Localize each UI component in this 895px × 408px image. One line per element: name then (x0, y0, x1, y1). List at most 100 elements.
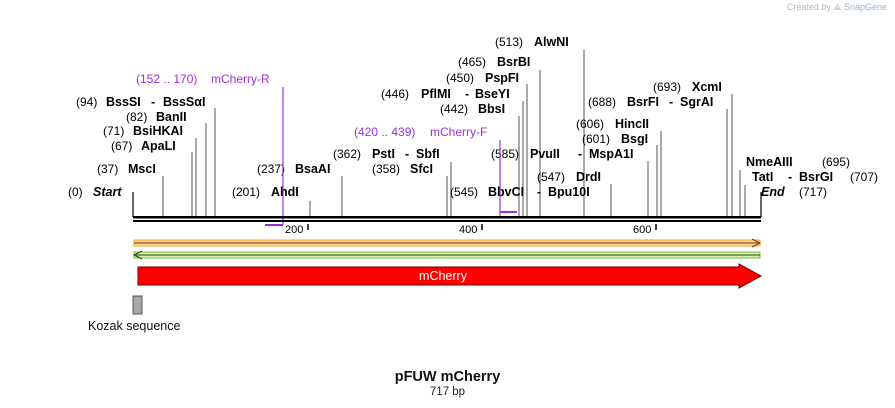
snapgene-logo-icon: ⟁ (833, 2, 842, 12)
primer-mcherry-f[interactable]: (420 .. 439) mCherry-F (354, 125, 517, 213)
site-position: (94) (76, 95, 97, 109)
feature-mcherry[interactable]: mCherry (137, 263, 763, 289)
snapgene-credit: Created by ⟁ SnapGene (787, 2, 887, 13)
site-sfci[interactable]: (358) SfcI (372, 162, 433, 176)
site-pflmi-bseyi[interactable]: (446) PflMI - BseYI (381, 87, 510, 101)
site-name: TatI (752, 170, 773, 184)
site-name: MscI (128, 162, 156, 176)
ruler: 200 400 600 (285, 224, 657, 236)
construct-title: pFUW mCherry (394, 369, 501, 385)
site-position: (688) (588, 95, 616, 109)
site-separator: - (578, 147, 582, 161)
tick-200: 200 (285, 224, 303, 236)
start-position: (0) (68, 185, 83, 199)
site-position: (442) (440, 102, 468, 116)
site-separator: - (465, 87, 469, 101)
site-separator: - (788, 170, 792, 184)
site-name-2: BseYI (475, 87, 510, 101)
construct-length: 717 bp (429, 386, 466, 398)
primer-name: mCherry-R (211, 72, 270, 86)
primer-mcherry-r[interactable]: (152 .. 170) mCherry-R (136, 72, 284, 226)
site-position: (82) (126, 110, 147, 124)
site-position: (695) (822, 155, 850, 169)
site-position: (693) (653, 80, 681, 94)
site-name: PvuII (530, 147, 560, 161)
site-name: BssSI (106, 95, 141, 109)
orf-forward[interactable] (133, 238, 762, 248)
site-ahdi[interactable]: (201) AhdI (232, 185, 299, 199)
site-name: BsgI (621, 132, 648, 146)
site-bsgi[interactable]: (601) BsgI (582, 132, 648, 146)
sequence-backbone (132, 192, 762, 222)
kozak-label: Kozak sequence (88, 319, 181, 333)
site-bsrbi[interactable]: (465) BsrBI (458, 55, 530, 69)
sequence-map: (513) AlwNI (465) BsrBI (450) PspFI (446… (68, 35, 878, 315)
site-name: PspFI (485, 71, 519, 85)
site-name: BbvCI (488, 185, 524, 199)
feature-label: mCherry (419, 269, 468, 283)
site-position: (606) (576, 117, 604, 131)
site-position: (37) (97, 162, 118, 176)
end-position: (717) (799, 185, 827, 199)
site-position: (450) (446, 71, 474, 85)
site-position: (237) (257, 162, 285, 176)
site-apali[interactable]: (67) ApaLI (111, 139, 176, 153)
site-name: AhdI (271, 185, 299, 199)
site-position: (201) (232, 185, 260, 199)
kozak-feature[interactable] (132, 295, 143, 315)
site-name-2: SbfI (416, 147, 440, 161)
site-separator: - (151, 95, 155, 109)
site-position: (358) (372, 162, 400, 176)
site-position: (707) (850, 170, 878, 184)
site-bsaai[interactable]: (237) BsaAI (257, 162, 330, 176)
site-name: XcmI (692, 80, 722, 94)
site-name: BsaAI (295, 162, 330, 176)
site-separator: - (405, 147, 409, 161)
tick-600: 600 (633, 224, 651, 236)
site-name: SfcI (410, 162, 433, 176)
site-position: (67) (111, 139, 132, 153)
site-position: (71) (103, 124, 124, 138)
site-bbsi[interactable]: (442) BbsI (440, 102, 505, 116)
site-separator: - (669, 95, 673, 109)
site-banii[interactable]: (82) BanII (126, 110, 187, 124)
site-bsihkai[interactable]: (71) BsiHKAI (103, 124, 183, 138)
site-name: BsrFI (627, 95, 659, 109)
site-position: (545) (450, 185, 478, 199)
start-label: Start (93, 185, 122, 199)
primer-name: mCherry-F (430, 125, 487, 139)
site-name: HincII (615, 117, 649, 131)
site-pspfi[interactable]: (450) PspFI (446, 71, 519, 85)
site-bbvci-bpu10i[interactable]: (545) BbvCI - Bpu10I (450, 185, 590, 199)
primer-range: (420 .. 439) (354, 125, 415, 139)
site-position: (465) (458, 55, 486, 69)
site-position: (601) (582, 132, 610, 146)
site-psti-sbfi[interactable]: (362) PstI - SbfI (333, 147, 440, 161)
site-hincii[interactable]: (606) HincII (576, 117, 649, 131)
site-position: (446) (381, 87, 409, 101)
site-position: (547) (537, 170, 565, 184)
site-name-2: SgrAI (680, 95, 713, 109)
site-name: BsiHKAI (133, 124, 183, 138)
site-drdi[interactable]: (547) DrdI (537, 170, 601, 184)
orf-reverse[interactable] (132, 250, 761, 260)
site-name: PflMI (421, 87, 451, 101)
site-xcmi[interactable]: (693) XcmI (653, 80, 722, 94)
sequence-end: End (717) (761, 185, 827, 199)
site-nmeaiii[interactable]: NmeAIII (695) (746, 155, 850, 169)
tick-400: 400 (459, 224, 477, 236)
site-name: BsrBI (497, 55, 530, 69)
site-bsssi-bsssai[interactable]: (94) BssSI - BssSαI (76, 95, 205, 109)
site-bsrfi-sgrai[interactable]: (688) BsrFI - SgrAI (588, 95, 713, 109)
site-tati-bsrgi[interactable]: TatI - BsrGI (707) (752, 170, 878, 184)
site-alwni[interactable]: (513) AlwNI (495, 35, 569, 49)
site-position: (585) (491, 147, 519, 161)
site-position: (362) (333, 147, 361, 161)
site-msci[interactable]: (37) MscI (97, 162, 156, 176)
site-pvuii-mspa1i[interactable]: (585) PvuII - MspA1I (491, 147, 633, 161)
primer-range: (152 .. 170) (136, 72, 197, 86)
site-name-2: BssSαI (163, 95, 205, 109)
site-position: (513) (495, 35, 523, 49)
site-name: BbsI (478, 102, 505, 116)
site-name-2: BsrGI (799, 170, 833, 184)
